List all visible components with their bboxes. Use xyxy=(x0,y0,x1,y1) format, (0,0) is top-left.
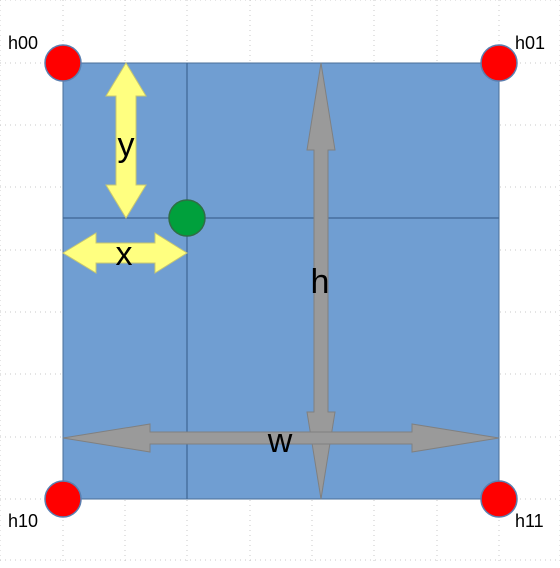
width-label: w xyxy=(267,422,293,460)
y-offset-label: y xyxy=(118,126,135,164)
sample-point xyxy=(168,199,206,237)
corner-label-h00: h00 xyxy=(8,33,38,53)
corner-point-h11 xyxy=(480,480,518,518)
corner-point-h01 xyxy=(480,44,518,82)
y-offset-arrow xyxy=(105,62,147,219)
corner-label-h10: h10 xyxy=(8,511,38,531)
corner-label-h01: h01 xyxy=(515,33,545,53)
x-offset-label: x xyxy=(116,235,133,273)
corner-point-h10 xyxy=(44,480,82,518)
height-label: h xyxy=(311,263,330,301)
corner-point-h00 xyxy=(44,44,82,82)
corner-label-h11: h11 xyxy=(515,511,544,531)
x-offset-arrow xyxy=(62,232,188,274)
width-arrow xyxy=(62,423,500,453)
height-arrow xyxy=(306,62,336,500)
